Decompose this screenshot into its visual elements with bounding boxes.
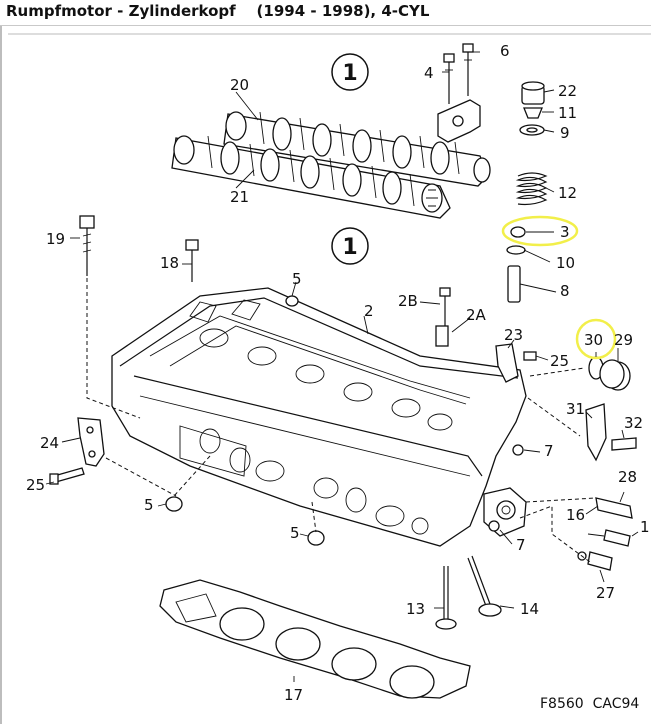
- bracket-23: [495, 343, 519, 383]
- valve-14: [467, 555, 502, 617]
- bolt-32: [611, 437, 637, 451]
- callout-7-bottom: 7: [516, 536, 526, 554]
- callout-4: 4: [424, 64, 434, 82]
- callout-25-right: 25: [550, 352, 569, 370]
- callout-6: 6: [500, 42, 510, 60]
- callout-7-right: 7: [544, 442, 554, 460]
- valve-seal-3: [510, 226, 526, 238]
- bracket-31: [585, 403, 607, 462]
- callout-25-left: 25: [26, 476, 45, 494]
- bearing-cap: [437, 99, 481, 143]
- callout-14: 14: [520, 600, 539, 618]
- valve-13: [435, 566, 457, 630]
- callout-9: 9: [560, 124, 570, 142]
- spring-retainer-9: [519, 124, 545, 136]
- sensor-16: [603, 529, 631, 547]
- footer-code: F8560 CAC94: [540, 696, 639, 712]
- sensor-27: [577, 551, 613, 571]
- callout-20: 20: [230, 76, 249, 94]
- view-marker-1-top-text: 1: [342, 61, 357, 86]
- view-marker-1-top: [331, 53, 369, 91]
- callout-2: 2: [364, 302, 374, 320]
- head-gasket-17: [159, 579, 471, 699]
- callout-28: 28: [618, 468, 637, 486]
- bolt-18: [185, 239, 199, 282]
- callout-5-bottom: 5: [290, 524, 300, 542]
- callout-10: 10: [556, 254, 575, 272]
- callout-16: 16: [566, 506, 585, 524]
- callout-30: 30: [584, 331, 603, 349]
- highlight-part-3: [501, 215, 579, 247]
- highlight-part-30: [575, 318, 617, 360]
- callout-12: 12: [558, 184, 577, 202]
- camshaft-intake: [223, 111, 491, 187]
- plug-5-bottom: [307, 530, 325, 546]
- callout-17: 17: [284, 686, 303, 704]
- callout-5-top: 5: [292, 270, 302, 288]
- callout-24: 24: [40, 434, 59, 452]
- bolt-19: [79, 215, 141, 419]
- callout-11: 11: [558, 104, 577, 122]
- spring-seat-10: [506, 245, 526, 255]
- callout-2B: 2B: [398, 292, 418, 310]
- cover-29: [599, 359, 631, 391]
- plug-5-top: [285, 295, 299, 307]
- cylinder-head: [111, 287, 527, 547]
- callout-2A: 2A: [466, 306, 487, 324]
- view-marker-1-mid-text: 1: [342, 235, 357, 260]
- callout-3: 3: [560, 223, 570, 241]
- valve-spring-12: [515, 172, 548, 206]
- plug-7-bottom: [488, 520, 500, 532]
- valve-guide-8: [507, 265, 521, 303]
- valve-keeper-11: [523, 107, 543, 119]
- callout-13: 13: [406, 600, 425, 618]
- callout-21: 21: [230, 188, 249, 206]
- tappet-22: [521, 81, 545, 105]
- leader-lines: [45, 51, 639, 682]
- callout-22: 22: [558, 82, 577, 100]
- callout-18: 18: [160, 254, 179, 272]
- view-marker-1-mid: [331, 227, 369, 265]
- callout-5-mid: 5: [144, 496, 154, 514]
- plug-7-right: [512, 444, 524, 456]
- callout-31: 31: [566, 400, 585, 418]
- callout-8: 8: [560, 282, 570, 300]
- plug-5-mid: [165, 496, 183, 512]
- bolt-25-left: [49, 467, 85, 485]
- bolt-6: [462, 43, 474, 96]
- stud-2B: [439, 287, 451, 326]
- callout-23: 23: [504, 326, 523, 344]
- front-bracket-24: [77, 417, 105, 467]
- cylinder-head-exploded-diagram: 1 1 20 21 4 6 22 11 9 12 3 10 8 19 18 5 …: [8, 33, 651, 712]
- sensor-28: [595, 497, 633, 519]
- callout-29: 29: [614, 331, 633, 349]
- frame-border: [0, 26, 2, 724]
- callout-32: 32: [624, 414, 643, 432]
- callout-19: 19: [46, 230, 65, 248]
- bolt-25-right: [523, 351, 537, 361]
- callout-1: 1: [640, 518, 650, 536]
- title-bar: Rumpfmotor - Zylinderkopf (1994 - 1998),…: [0, 0, 651, 26]
- callout-27: 27: [596, 584, 615, 602]
- window-title: Rumpfmotor - Zylinderkopf (1994 - 1998),…: [6, 2, 430, 20]
- camshaft-exhaust: [171, 135, 451, 219]
- bolt-4: [443, 53, 455, 104]
